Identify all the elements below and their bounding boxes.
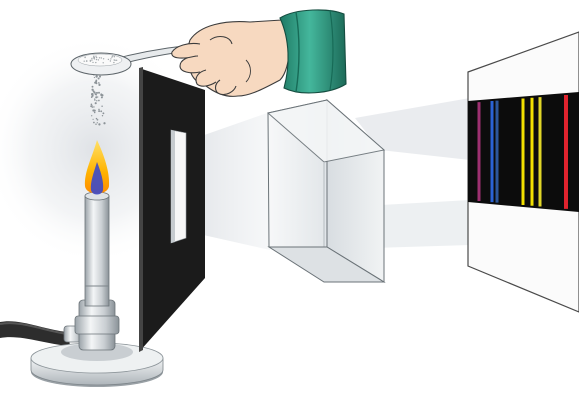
salt-grain: [93, 106, 94, 107]
salt-grain: [112, 56, 113, 57]
salt-grain: [98, 82, 99, 83]
salt-grain: [84, 61, 85, 62]
salt-grain: [96, 57, 97, 58]
salt-grain: [98, 92, 100, 94]
salt-grain: [92, 86, 94, 88]
salt-grain: [94, 82, 96, 84]
salt-grain: [108, 59, 109, 60]
salt-grain: [100, 93, 102, 95]
slit-screen: [139, 67, 205, 352]
salt-grain: [90, 60, 91, 61]
salt-grain: [110, 58, 111, 59]
salt-grain: [114, 60, 115, 61]
salt-grain: [96, 59, 97, 60]
salt-grain: [91, 93, 93, 95]
salt-grain: [103, 58, 104, 59]
salt-grain: [98, 84, 100, 86]
salt-grain: [97, 119, 99, 121]
salt-grain: [94, 99, 95, 100]
salt-grain: [95, 102, 97, 104]
salt-grain: [99, 124, 100, 125]
salt-grain: [93, 58, 94, 59]
salt-grain: [102, 112, 104, 114]
salt-grain: [91, 115, 92, 116]
salt-grain: [93, 56, 94, 57]
salt-grain: [98, 110, 100, 112]
salt-grain: [93, 90, 95, 92]
salt-grain: [91, 59, 92, 60]
salt-grain: [91, 96, 93, 98]
salt-grain: [98, 77, 100, 79]
salt-grain: [93, 122, 95, 124]
salt-grain: [91, 103, 93, 105]
salt-grain: [95, 62, 96, 63]
salt-grain: [99, 57, 100, 58]
salt-grain: [96, 100, 97, 101]
salt-grain: [95, 56, 96, 57]
burner-tube: [85, 196, 109, 306]
glove-cuff: [280, 10, 346, 93]
salt-grain: [99, 76, 101, 78]
salt-sample: [78, 54, 122, 66]
salt-grain: [116, 60, 117, 61]
salt-grain: [96, 92, 98, 94]
salt-grain: [92, 62, 93, 63]
gas-hose: [0, 321, 70, 346]
salt-grain: [98, 109, 100, 111]
spectrum-screen: [468, 32, 579, 312]
salt-grain: [86, 60, 87, 61]
salt-grain: [94, 98, 95, 99]
salt-grain: [98, 100, 100, 102]
salt-grain: [95, 123, 96, 124]
salt-grain: [91, 58, 92, 59]
salt-grain: [98, 59, 99, 60]
salt-grain: [103, 62, 104, 63]
salt-grain: [101, 106, 102, 107]
salt-grain: [92, 106, 93, 107]
salt-grain: [94, 77, 95, 78]
salt-grain: [91, 105, 92, 106]
salt-grain: [110, 60, 111, 61]
salt-grain: [100, 110, 102, 112]
salt-grain: [114, 56, 115, 57]
salt-grain: [92, 119, 93, 120]
salt-grain: [103, 122, 105, 124]
salt-grain: [102, 115, 103, 116]
salt-grain: [94, 112, 96, 114]
salt-grain: [95, 96, 97, 98]
salt-grain: [113, 62, 114, 63]
salt-grain: [93, 109, 95, 111]
salt-grain: [101, 96, 103, 98]
salt-grain: [101, 57, 102, 58]
salt-grain: [84, 57, 85, 58]
light-beam-dispersed-lower: [372, 200, 470, 248]
salt-grain: [97, 122, 98, 123]
